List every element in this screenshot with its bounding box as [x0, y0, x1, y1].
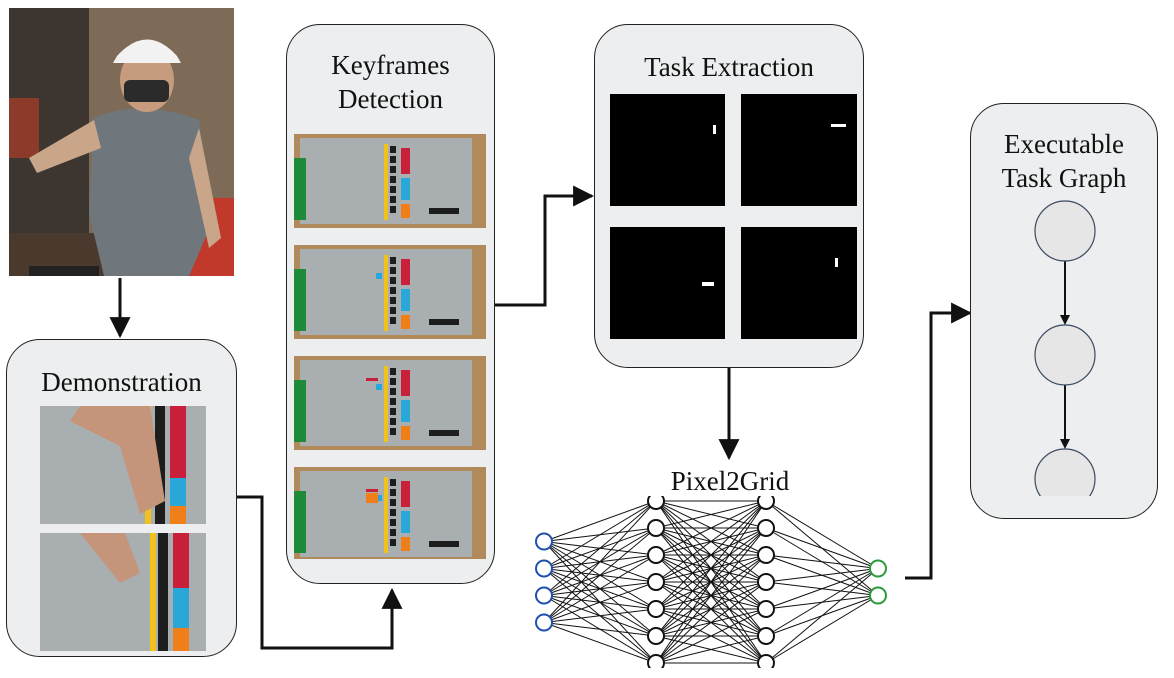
input-node [535, 532, 553, 551]
mask-3 [610, 227, 725, 339]
graph-node [1034, 324, 1096, 386]
mask-2 [741, 94, 857, 206]
keyframes-title-line1: Keyframes [331, 50, 450, 80]
keyframe-1 [294, 134, 486, 228]
task-graph-title-line1: Executable [1004, 129, 1124, 159]
keyframe-4 [294, 467, 486, 559]
output-node [869, 559, 887, 578]
hidden-node [647, 546, 665, 564]
network-connections [543, 500, 879, 664]
keyframe-2 [294, 245, 486, 339]
arrow-keyframes-to-task-extraction [493, 185, 595, 307]
graph-node [1034, 448, 1096, 496]
input-node [535, 586, 553, 605]
task-extraction-title: Task Extraction [644, 52, 814, 82]
input-node [535, 559, 553, 578]
mask-4 [741, 227, 857, 339]
hidden-node [647, 573, 665, 591]
pixel2grid-title: Pixel2Grid [670, 466, 790, 496]
input-node [535, 613, 553, 632]
task-masks [610, 94, 857, 339]
demonstration-panel: Demonstration [6, 339, 237, 657]
graph-edge-arrowhead [1060, 315, 1070, 325]
hidden-node [647, 519, 665, 537]
arrow-demonstration-to-keyframes [237, 495, 403, 650]
graph-node [1034, 200, 1096, 262]
hidden-node [647, 654, 665, 668]
hidden-node [757, 546, 775, 564]
keyframes-title-line2: Detection [338, 84, 443, 114]
output-node [869, 586, 887, 605]
arrow-pixel2grid-to-task-graph [905, 302, 973, 580]
task-graph-title-line2: Task Graph [1001, 163, 1127, 193]
hidden-node [757, 627, 775, 645]
mask-1 [610, 94, 725, 206]
demonstrator-photo [9, 8, 234, 276]
hidden-node [757, 496, 775, 510]
hidden-node [647, 496, 665, 510]
keyframe-3 [294, 356, 486, 450]
hidden-node [757, 519, 775, 537]
graph-edge-arrowhead [1060, 439, 1070, 449]
demonstration-frame-1 [40, 406, 206, 524]
hidden-node [757, 600, 775, 618]
demonstration-frame-2 [40, 533, 206, 651]
hidden-node [757, 573, 775, 591]
hidden-node [647, 600, 665, 618]
pixel2grid-network [535, 496, 887, 668]
keyframe-images [294, 134, 486, 559]
task-graph [1034, 200, 1096, 496]
demonstration-title: Demonstration [41, 367, 202, 397]
hidden-node [647, 627, 665, 645]
hidden-node [757, 654, 775, 668]
